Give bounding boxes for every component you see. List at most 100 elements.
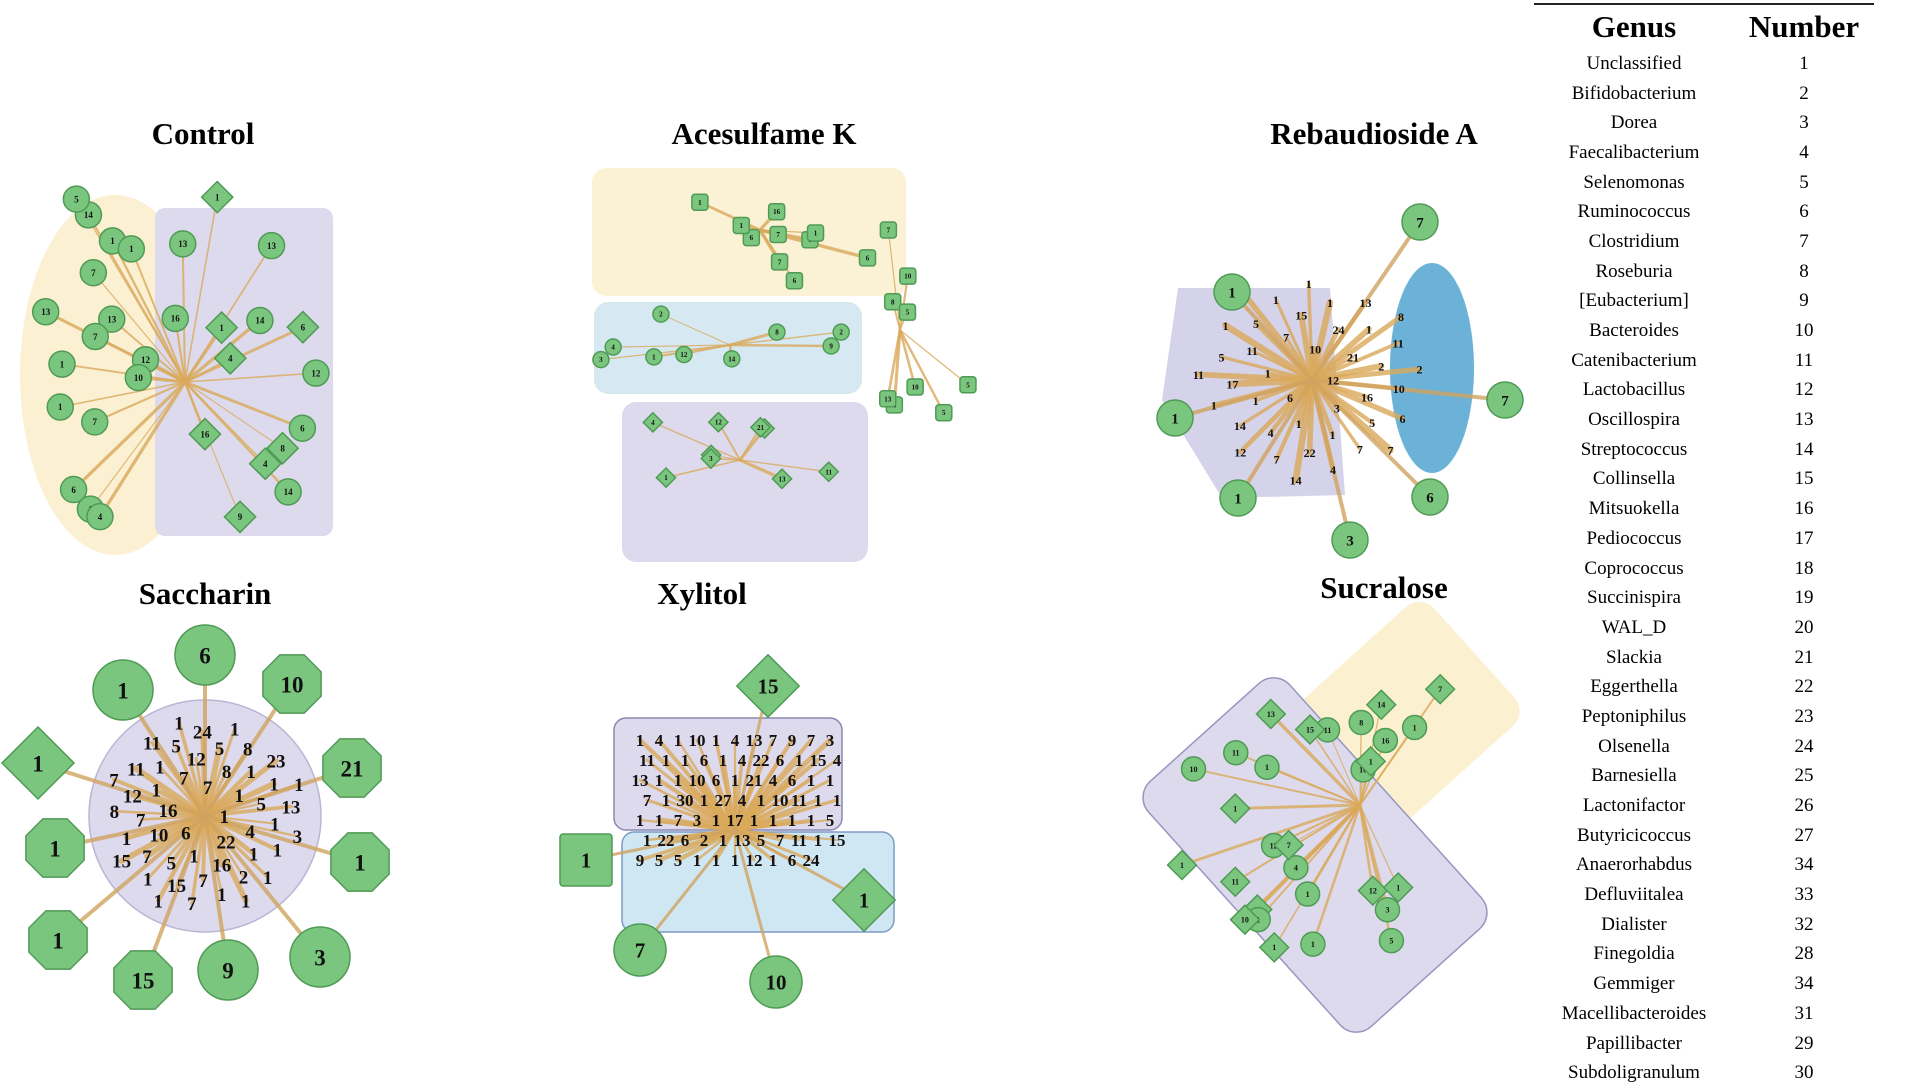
acesulfame-node-label: 5	[966, 381, 970, 389]
saccharin-inner-label: 16	[158, 801, 177, 822]
saccharin-inner-label: 1	[155, 757, 165, 778]
xylitol-inner-label: 1	[681, 751, 690, 770]
rebaudioside-inner-label: 7	[1283, 331, 1289, 345]
legend-number: 7	[1799, 230, 1809, 252]
xylitol-inner-label: 6	[788, 851, 797, 870]
control-node-circle	[117, 235, 146, 263]
sucralose-node-label: 7	[1287, 841, 1291, 850]
control-node-circle	[48, 350, 76, 378]
xylitol-inner-label: 1	[712, 731, 721, 750]
edge	[56, 814, 207, 942]
control-node-label: 14	[255, 316, 265, 326]
acesulfame-node-label: 7	[778, 258, 782, 266]
rebaudioside-inner-label: 21	[1347, 350, 1359, 364]
control-node-circle	[246, 306, 274, 335]
edge	[1237, 377, 1315, 455]
xylitol-inner-label: 1	[662, 791, 671, 810]
rebaudioside-inner-label: 3	[1334, 401, 1340, 415]
sucralose-node-label: 1	[1413, 723, 1417, 732]
sucralose-node-label: 11	[1324, 726, 1332, 735]
sucralose-node-circle	[1348, 709, 1375, 736]
xylitol-inner-label: 4	[769, 771, 778, 790]
xylitol-inner-label: 4	[731, 731, 740, 750]
legend-number: 30	[1794, 1062, 1814, 1084]
xylitol-inner-label: 7	[769, 731, 778, 750]
acesulfame-node-label: 9	[829, 343, 833, 351]
control-node-circle	[81, 322, 109, 351]
saccharin-inner-label: 7	[203, 778, 213, 799]
edge	[1274, 298, 1314, 382]
sucralose-node-diamond	[1365, 689, 1397, 721]
sucralose-node-circle	[1254, 754, 1280, 780]
edge	[113, 809, 207, 818]
sucralose-node-diamond	[1273, 829, 1305, 861]
xylitol-inner-label: 3	[693, 811, 702, 830]
edge	[1310, 220, 1422, 382]
edge	[887, 229, 901, 331]
legend-number: 29	[1794, 1032, 1814, 1054]
acesulfame-node-label: 2	[659, 311, 663, 319]
rebaudioside-node-circle	[1331, 521, 1369, 559]
control-node-label: 6	[301, 322, 306, 332]
edge	[1192, 767, 1361, 806]
xylitol-inner-label: 1	[769, 811, 778, 830]
xylitol-inner-label: 4	[655, 731, 664, 750]
xylitol-inner-label: 6	[788, 771, 797, 790]
xylitol-inner-label: 1	[731, 771, 740, 790]
xylitol-inner-label: 2	[700, 831, 709, 850]
rebaudioside-node-label: 7	[1501, 393, 1509, 409]
saccharin-node-octagon	[330, 832, 390, 892]
edge	[898, 328, 917, 389]
legend-genus: Ruminococcus	[1577, 201, 1691, 223]
control-node-circle	[62, 185, 91, 213]
control-node-label: 16	[200, 429, 210, 439]
sucralose-node-diamond	[1229, 904, 1261, 936]
edge	[203, 727, 237, 818]
sucralose-node-diamond	[1219, 866, 1251, 898]
edge	[1310, 378, 1507, 402]
edge	[184, 372, 317, 383]
edge	[1359, 804, 1399, 889]
legend-top-rule	[1534, 3, 1874, 5]
saccharin-node-label: 6	[199, 643, 211, 668]
acesulfame-node-label: 3	[599, 356, 603, 364]
legend-row: [Eubacterium]9	[1534, 287, 1874, 317]
acesulfame-node-label: 10	[904, 273, 912, 281]
rebaudioside-inner-label: 10	[1393, 382, 1405, 396]
edge	[1311, 803, 1362, 946]
sucralose-node-label: 1	[1272, 943, 1276, 952]
saccharin-node-diamond	[0, 725, 76, 801]
legend-genus: Pediococcus	[1586, 527, 1682, 549]
acesulfame-node-diamond	[771, 468, 793, 490]
xylitol-inner-label: 7	[643, 791, 652, 810]
control-node-label: 1	[110, 236, 115, 246]
xylitol-inner-label: 7	[674, 811, 683, 830]
saccharin-node-label: 1	[52, 928, 64, 953]
edge	[660, 313, 731, 346]
legend-number: 1	[1799, 52, 1809, 74]
edge	[1294, 803, 1362, 870]
rebaudioside-module-blue	[1390, 263, 1474, 473]
acesulfame-module-purple	[622, 402, 868, 562]
edge	[203, 814, 276, 825]
xylitol-inner-label: 13	[746, 731, 763, 750]
acesulfame-node-circle	[768, 323, 786, 341]
legend-genus: Finegoldia	[1593, 943, 1675, 965]
legend-genus: Clostridium	[1588, 230, 1680, 252]
control-node-label: 9	[238, 512, 243, 522]
sucralose-node-label: 1	[1233, 804, 1237, 813]
saccharin-inner-label: 1	[241, 891, 251, 912]
xylitol-inner-label: 5	[757, 831, 766, 850]
legend-number: 3	[1799, 112, 1809, 134]
acesulfame-node-label: 3	[709, 455, 713, 463]
acesulfame-node-square	[770, 253, 789, 271]
acesulfame-node-label: 2	[839, 329, 843, 337]
sucralose-node-diamond	[1424, 673, 1456, 705]
